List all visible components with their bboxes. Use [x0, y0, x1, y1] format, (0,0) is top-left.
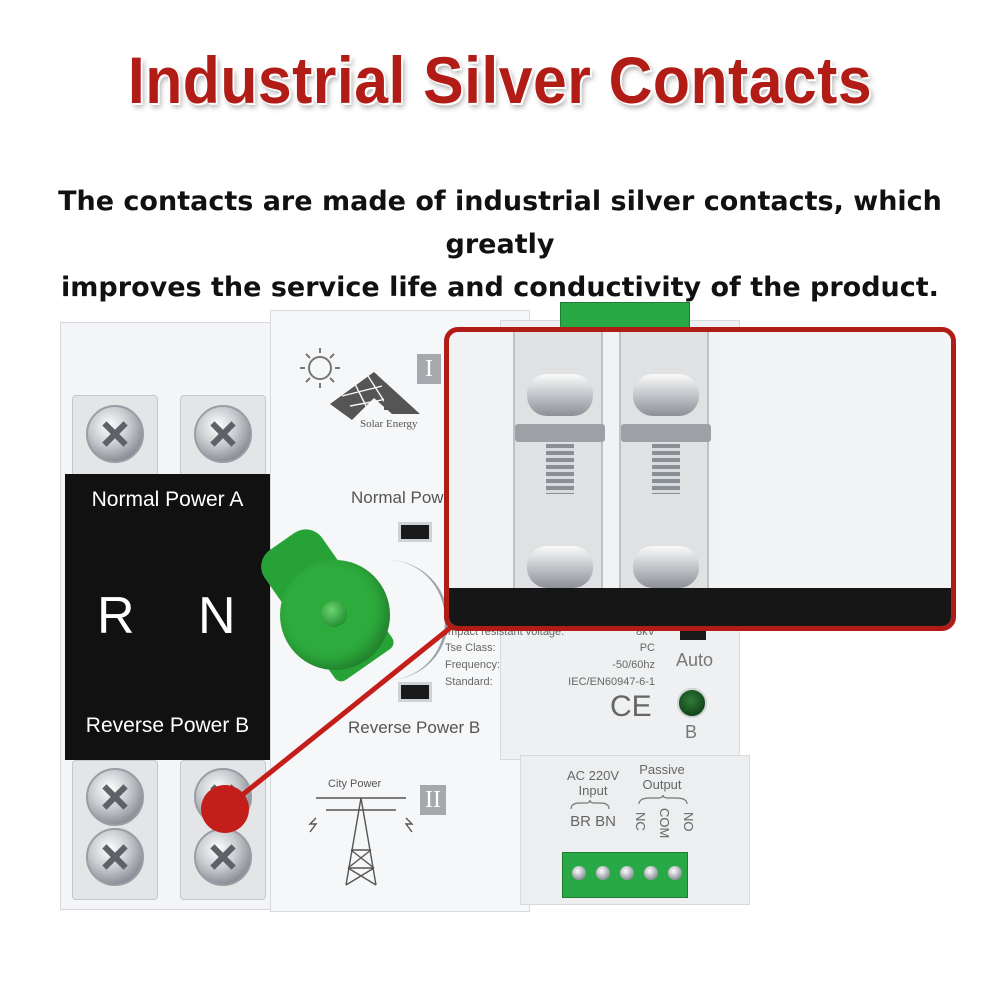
spec-value: -50/60hz — [612, 659, 655, 671]
screw-icon — [194, 828, 252, 886]
input-terminals-label: BR BN — [570, 813, 616, 830]
reverse-power-label: Reverse Power B — [348, 718, 481, 737]
output-label: Passive Output — [632, 762, 692, 792]
output-nc-label: NC — [633, 812, 648, 831]
output-brace-icon — [638, 795, 688, 805]
screw-thread-icon — [546, 444, 574, 494]
output-passive-label: Passive — [639, 762, 685, 777]
contacts-zoom-callout — [444, 327, 956, 631]
screw-icon — [572, 866, 586, 880]
spec-key: Tse Class: — [445, 642, 496, 654]
ce-mark: CE — [610, 690, 652, 723]
knob-indicator-icon — [321, 601, 347, 627]
n-label: N — [198, 587, 236, 645]
solar-energy-label: Solar Energy — [360, 418, 418, 430]
spec-value: IEC/EN60947-6-1 — [568, 676, 655, 688]
b-label: B — [685, 722, 698, 742]
callout-dot — [201, 785, 249, 833]
power-tower-icon — [308, 797, 414, 886]
roman-one-badge: I — [417, 354, 441, 384]
spec-value: PC — [639, 642, 655, 654]
screw-icon — [596, 866, 610, 880]
normal-power-a-label: Normal Power A — [91, 488, 244, 511]
input-label: AC 220V Input — [558, 768, 628, 798]
silver-contact-icon — [527, 546, 593, 588]
screw-icon — [86, 768, 144, 826]
output-sub-label: Output — [642, 777, 682, 792]
screw-icon — [86, 828, 144, 886]
input-voltage-label: AC 220V — [566, 768, 620, 783]
page-title: Industrial Silver Contacts — [127, 43, 873, 117]
screw-icon — [86, 405, 144, 463]
contact-plate — [515, 424, 605, 442]
power-label-panel: Normal Power A R N Reverse Power B — [65, 474, 270, 760]
screw-thread-icon — [652, 444, 680, 494]
description: The contacts are made of industrial silv… — [10, 180, 990, 309]
auto-label: Auto — [676, 650, 714, 670]
silver-contact-icon — [527, 374, 593, 416]
screw-icon — [194, 405, 252, 463]
screw-icon — [644, 866, 658, 880]
output-no-label: NO — [681, 812, 696, 832]
zoom-housing — [719, 332, 951, 592]
spec-key: Frequency: — [445, 659, 501, 671]
silver-contact-icon — [633, 374, 699, 416]
solar-energy-icon — [300, 348, 420, 420]
status-led-icon — [677, 688, 707, 718]
r-label: R — [97, 587, 135, 645]
silver-contact-icon — [633, 546, 699, 588]
zoom-base — [449, 588, 951, 626]
input-brace-icon — [570, 800, 610, 810]
description-line-1: The contacts are made of industrial silv… — [58, 186, 942, 260]
contact-plate — [621, 424, 711, 442]
indicator-window-top — [398, 522, 432, 542]
input-sub-label: Input — [578, 783, 608, 798]
roman-two-badge: II — [420, 785, 446, 815]
indicator-window-bottom — [398, 682, 432, 702]
output-com-label: COM — [657, 808, 672, 839]
city-power-label: City Power — [328, 778, 382, 790]
description-line-2: improves the service life and conductivi… — [61, 272, 939, 303]
normal-power-label: Normal Pow — [351, 488, 444, 507]
spec-key: Standard: — [445, 676, 493, 688]
screw-icon — [668, 866, 682, 880]
screw-icon — [620, 866, 634, 880]
reverse-power-b-label: Reverse Power B — [85, 714, 250, 737]
